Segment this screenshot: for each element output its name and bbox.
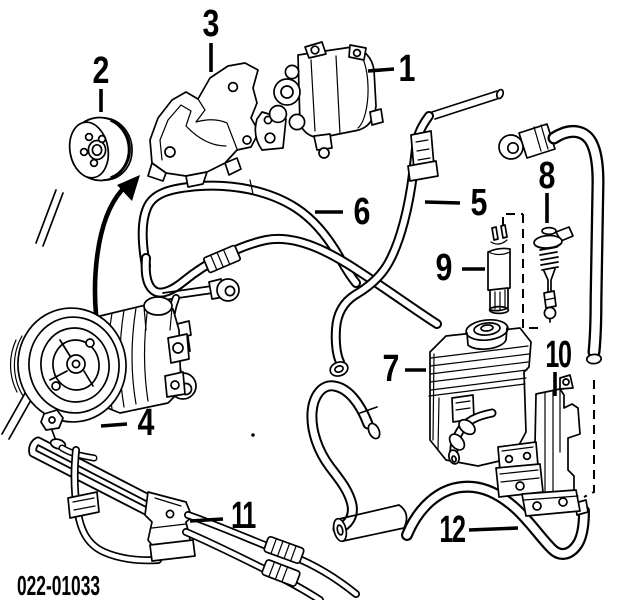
pressure-hose-drawing [329,88,505,377]
callout-5: 5 [470,182,488,224]
callout-leader-lines [99,43,557,532]
installed-pump-drawing [1,189,255,440]
steering-pump-drawing [254,41,384,159]
cooler-pipe-drawing [28,409,360,600]
callout-2: 2 [92,50,110,92]
callout-12: 12 [439,509,466,551]
callout-9: 9 [435,247,453,289]
callout-1: 1 [398,48,416,90]
callout-6: 6 [353,191,371,233]
callout-3: 3 [202,3,220,45]
bracket-drawing [147,62,260,188]
callout-4: 4 [137,402,155,444]
return-hose-drawing [306,123,605,560]
callout-7: 7 [382,348,400,390]
callout-10: 10 [545,334,572,376]
pulley-drawing [68,116,133,182]
diagram-code: 022-01033 [17,570,101,600]
reservoir-drawing [428,318,532,467]
valve-fitting-drawing [533,226,574,323]
sleeve-fitting-drawing [487,224,511,315]
support-bracket-drawing [495,374,581,517]
callout-8: 8 [538,155,556,197]
callout-11: 11 [231,495,256,537]
